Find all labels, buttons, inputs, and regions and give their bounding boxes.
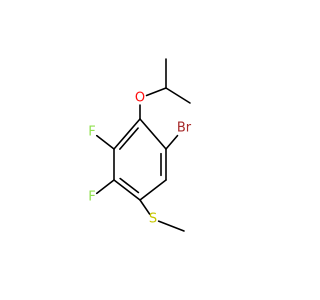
bond-c6-br	[165, 134, 179, 150]
bond-c1-c2-inner	[119, 127, 139, 150]
bond-c6-c1	[139, 118, 167, 150]
bond-c2-f1	[95, 134, 115, 150]
bond-c4-c5	[139, 179, 167, 201]
bond-c3-f2	[95, 179, 115, 195]
bond-c1-c2	[113, 118, 141, 150]
bond-o-ch	[145, 87, 167, 97]
atom-label-f1: F	[88, 125, 95, 140]
bond-c3-c4	[113, 179, 141, 201]
atom-label-f2: F	[88, 190, 95, 205]
bond-c3-c4-inner	[119, 177, 140, 194]
atom-label-s: S	[149, 212, 157, 227]
atom-label-br: Br	[177, 121, 192, 136]
bond-s-sme	[157, 220, 185, 232]
bond-ch-me2	[165, 87, 191, 104]
bond-c4-s	[139, 199, 151, 215]
atom-label-o: O	[135, 91, 145, 106]
bond-layer	[95, 58, 191, 232]
